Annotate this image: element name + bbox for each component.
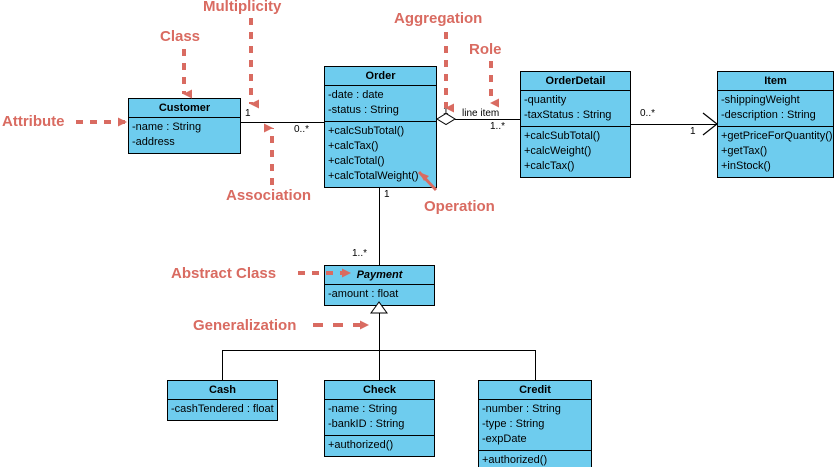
attribute-row: -address <box>132 136 175 148</box>
annotation-multiplicity: Multiplicity <box>203 0 282 15</box>
class-name-customer: Customer <box>129 99 240 118</box>
operations-compartment-check: +authorized() <box>325 436 434 456</box>
generalization-crossbar <box>222 350 535 351</box>
attribute-row: -number : String <box>482 403 561 415</box>
operation-row: +calcTax() <box>328 140 379 152</box>
uml-class-order[interactable]: Order -date : date -status : String +cal… <box>324 66 437 188</box>
attributes-compartment-cash: -cashTendered : float <box>168 400 277 420</box>
uml-class-check[interactable]: Check -name : String -bankID : String +a… <box>324 380 435 457</box>
uml-class-item[interactable]: Item -shippingWeight -description : Stri… <box>717 71 834 178</box>
attribute-row: -status : String <box>328 104 399 116</box>
role-label-line-item: line item <box>462 108 500 119</box>
class-name-check: Check <box>325 381 434 400</box>
uml-class-customer[interactable]: Customer -name : String -address <box>128 98 241 154</box>
multiplicity-order-orderdetail-left: 1 <box>443 106 449 117</box>
attribute-row: -date : date <box>328 89 384 101</box>
annotation-aggregation: Aggregation <box>394 10 483 27</box>
annotation-attribute: Attribute <box>2 113 65 130</box>
operation-row: +calcSubTotal() <box>328 125 405 137</box>
operations-compartment-orderdetail: +calcSubTotal() +calcWeight() +calcTax() <box>521 127 630 177</box>
attributes-compartment-item: -shippingWeight -description : String <box>718 91 833 127</box>
multiplicity-customer-order-left: 1 <box>245 108 251 119</box>
class-name-item: Item <box>718 72 833 91</box>
uml-class-cash[interactable]: Cash -cashTendered : float <box>167 380 278 421</box>
annotation-generalization: Generalization <box>193 317 297 334</box>
class-name-order: Order <box>325 67 436 86</box>
attribute-row: -bankID : String <box>328 418 405 430</box>
attribute-row: -name : String <box>132 121 202 133</box>
operation-row: +authorized() <box>482 454 548 466</box>
class-name-credit: Credit <box>479 381 591 400</box>
attributes-compartment-payment: -amount : float <box>325 285 434 305</box>
operations-compartment-credit: +authorized() <box>479 451 591 467</box>
annotation-operation: Operation <box>424 198 495 215</box>
generalization-stem-payment <box>379 312 380 350</box>
operations-compartment-item: +getPriceForQuantity() +getTax() +inStoc… <box>718 127 833 177</box>
operations-compartment-order: +calcSubTotal() +calcTax() +calcTotal() … <box>325 122 436 187</box>
association-line-order-payment <box>379 183 380 265</box>
attributes-compartment-customer: -name : String -address <box>129 118 240 153</box>
association-line-customer-order <box>240 122 324 123</box>
operation-row: +inStock() <box>721 160 771 172</box>
generalization-branch-credit <box>535 350 536 380</box>
attribute-row: -taxStatus : String <box>524 109 612 121</box>
attribute-row: -quantity <box>524 94 567 106</box>
operation-row: +authorized() <box>328 439 394 451</box>
operation-row: +calcTax() <box>524 160 575 172</box>
attribute-row: -amount : float <box>328 288 399 300</box>
annotation-abstract-class: Abstract Class <box>171 265 277 282</box>
attributes-compartment-credit: -number : String -type : String -expDate <box>479 400 591 451</box>
uml-class-payment[interactable]: Payment -amount : float <box>324 265 435 306</box>
class-name-cash: Cash <box>168 381 277 400</box>
multiplicity-order-payment-bottom: 1..* <box>352 248 368 259</box>
attribute-row: -shippingWeight <box>721 94 800 106</box>
attribute-row: -description : String <box>721 109 816 121</box>
operation-row: +calcSubTotal() <box>524 130 601 142</box>
attribute-row: -expDate <box>482 433 527 445</box>
operation-row: +calcWeight() <box>524 145 592 157</box>
multiplicity-order-orderdetail-right: 1..* <box>490 121 506 132</box>
uml-class-credit[interactable]: Credit -number : String -type : String -… <box>478 380 592 467</box>
attributes-compartment-orderdetail: -quantity -taxStatus : String <box>521 91 630 127</box>
attributes-compartment-check: -name : String -bankID : String <box>325 400 434 436</box>
uml-class-orderdetail[interactable]: OrderDetail -quantity -taxStatus : Strin… <box>520 71 631 178</box>
attribute-row: -cashTendered : float <box>171 403 274 415</box>
multiplicity-order-payment-top: 1 <box>384 189 390 200</box>
annotation-role: Role <box>469 41 502 58</box>
association-line-orderdetail-item <box>630 124 717 125</box>
operation-row: +getPriceForQuantity() <box>721 130 833 142</box>
attributes-compartment-order: -date : date -status : String <box>325 86 436 122</box>
class-name-orderdetail: OrderDetail <box>521 72 630 91</box>
generalization-branch-cash <box>222 350 223 380</box>
attribute-row: -name : String <box>328 403 398 415</box>
annotation-association: Association <box>226 187 312 204</box>
class-name-payment: Payment <box>325 266 434 285</box>
annotation-class: Class <box>160 28 201 45</box>
aggregation-line-order-orderdetail <box>455 119 520 120</box>
multiplicity-customer-order-right: 0..* <box>294 124 310 135</box>
multiplicity-orderdetail-item-left: 0..* <box>640 108 656 119</box>
operation-row: +calcTotalWeight() <box>328 170 419 182</box>
attribute-row: -type : String <box>482 418 545 430</box>
multiplicity-orderdetail-item-right: 1 <box>690 126 696 137</box>
operation-row: +getTax() <box>721 145 768 157</box>
generalization-branch-check <box>379 350 380 380</box>
operation-row: +calcTotal() <box>328 155 385 167</box>
